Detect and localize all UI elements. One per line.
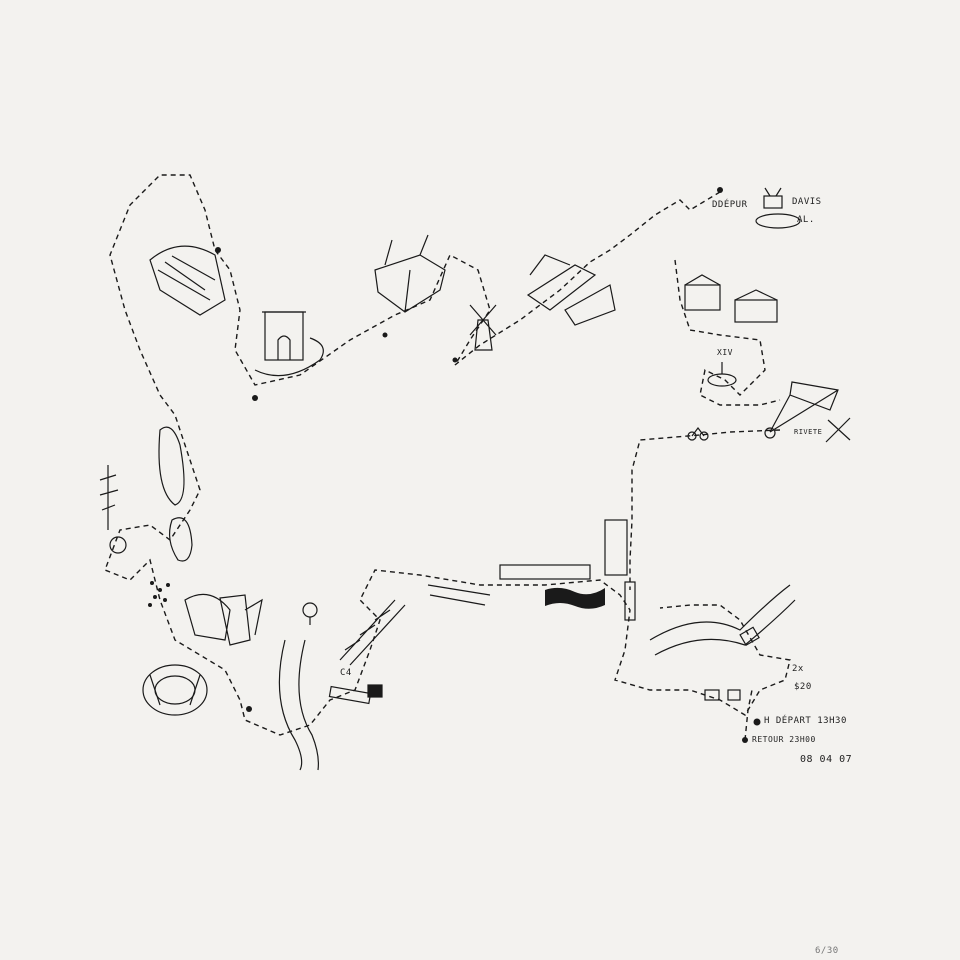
bike-count: 2x (792, 664, 804, 674)
return-time: RETOUR 23H00 (752, 735, 816, 744)
amphitheater-sketch (149, 245, 226, 316)
tv-icon (755, 187, 801, 229)
crowd-sketch (427, 584, 491, 606)
start-label: DDÉPUR (712, 200, 748, 210)
kite-sketch (764, 381, 851, 443)
windmill-sketch (469, 304, 497, 351)
tree-sketch (99, 465, 127, 554)
al-label: AL. (797, 215, 815, 225)
street-buildings-sketch (328, 599, 406, 705)
balloon-icon (302, 602, 318, 625)
roman-numeral-label: XIV (717, 348, 733, 357)
date-label: 08 04 07 (800, 754, 853, 765)
modern-building-sketch (184, 593, 263, 646)
ruined-building-sketch (374, 234, 446, 313)
bridge-sketch (499, 519, 636, 621)
bicycle-icon (687, 427, 709, 441)
dotted-route (104, 174, 791, 736)
palace-sketch (684, 274, 778, 323)
arc-de-triomphe-sketch (254, 311, 324, 377)
stadium-sketch (142, 664, 208, 716)
tv-label: DAVIS (792, 197, 822, 207)
city-blocks-sketch (526, 254, 616, 326)
bike-price: $20 (794, 682, 812, 692)
kite-note: RIVETE (794, 428, 823, 436)
start-pin-icon (717, 187, 723, 193)
village-sketch (704, 626, 760, 701)
departure-time: H DÉPART 13H30 (764, 716, 847, 726)
pins (215, 247, 761, 743)
river-sketch (278, 584, 796, 771)
c4-label: C4 (340, 668, 352, 678)
dots-cluster (148, 581, 170, 607)
lakes-sketch (158, 426, 193, 562)
edition-number: 6/30 (815, 946, 839, 956)
fountain-sketch (707, 362, 737, 387)
